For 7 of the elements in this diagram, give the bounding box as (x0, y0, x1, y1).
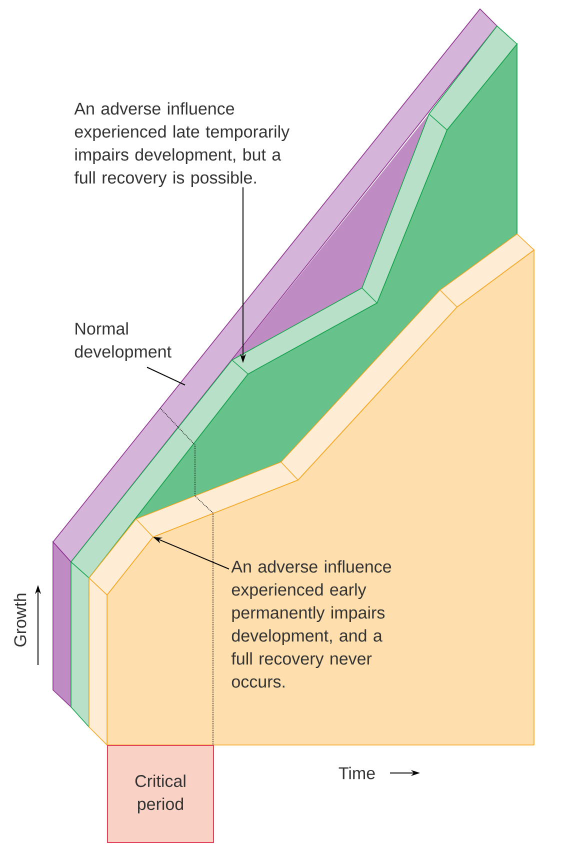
period-box: Critical period (107, 745, 214, 843)
axis-label: Time (338, 766, 375, 780)
axis-label: Growth (14, 594, 26, 647)
callout-text: An adverse influence experienced late temporarily impairs development, but a full recovery is possible. (74, 102, 290, 188)
callout-text: Normal development (74, 322, 172, 362)
leader-line (146, 366, 186, 386)
callout-text: An adverse influence experienced early permanently impairs development, and a full recovery never occurs. (231, 560, 392, 688)
